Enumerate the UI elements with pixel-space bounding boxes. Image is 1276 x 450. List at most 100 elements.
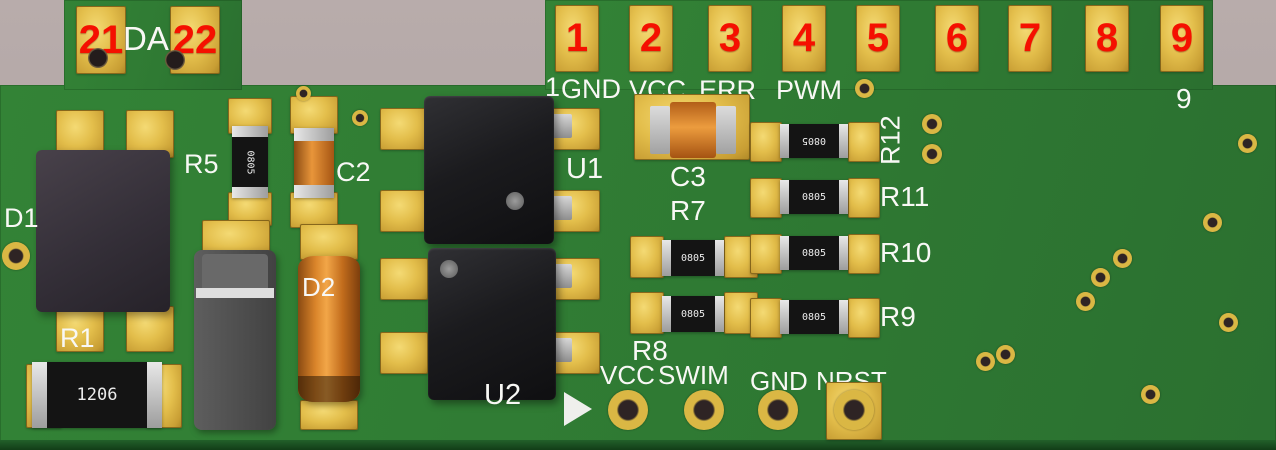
resistor-r11: 0805 [780,180,848,214]
silk-ref-r7: R7 [670,195,706,226]
resistor-r1: 1206 [32,362,162,428]
resistor-marking: 0805 [789,124,839,158]
silk-ref-d1: D1 [4,203,39,233]
via [1091,268,1110,287]
connector-pad-4: 4 [782,5,826,72]
pad [380,108,428,150]
resistor-r12: 0805 [780,124,848,158]
tab-hole [165,50,185,70]
pad [380,190,428,232]
via [352,110,368,126]
pin-number-5: 5 [866,16,890,60]
pad [848,178,880,218]
pad-21: 21 [76,6,126,74]
resistor-marking: 0805 [789,300,839,334]
pad [630,292,664,334]
capacitor-terminal [294,128,334,141]
pin-number-2: 2 [639,16,663,60]
silk-header-swim: SWIM [658,360,729,390]
pin-number-1: 1 [565,16,589,60]
capacitor-terminal [650,106,670,154]
header-hole-vcc [608,390,648,430]
silk-ref-r1: R1 [60,323,95,353]
resistor-r10: 0805 [780,236,848,270]
resistor-terminal [839,236,848,270]
pin1-dot [440,260,458,278]
resistor-r7: 0805 [662,240,724,276]
silk-ref-u2: U2 [484,379,522,411]
via [996,345,1015,364]
header-hole-swim [684,390,724,430]
component-body [194,250,276,430]
silk-ref-c2: C2 [336,157,371,187]
pin-number-8: 8 [1095,16,1119,60]
resistor-terminal [839,124,848,158]
resistor-terminal [839,300,848,334]
silk-ref-r11: R11 [880,181,930,212]
component-top [202,254,268,292]
via [1203,213,1222,232]
silk-pwm: PWM [776,75,842,105]
diode-d1 [36,150,170,312]
header-hole-nrst [834,390,874,430]
resistor-marking: 0805 [789,180,839,214]
resistor-terminal [839,180,848,214]
resistor-marking: 1206 [47,362,147,428]
pad [848,234,880,274]
resistor-terminal [715,296,724,332]
silk-header-vcc: VCC [600,360,655,390]
capacitor-terminal [716,106,736,154]
resistor-terminal [32,362,47,428]
via [2,242,30,270]
via [922,114,942,134]
header-hole-gnd [758,390,798,430]
board-edge [0,440,1276,450]
resistor-r8: 0805 [662,296,724,332]
connector-pad-3: 3 [708,5,752,72]
pin-number-9: 9 [1170,16,1194,60]
silk-ref-r9: R9 [880,301,916,332]
silk-ref-r12: R12 [875,115,906,165]
silk-label-da: DA [123,20,169,57]
via [1076,292,1095,311]
ic-u1 [424,96,554,244]
silk-pin1: 1 [545,72,561,102]
via [976,352,995,371]
silk-ref-u1: U1 [566,153,604,185]
capacitor-c2 [294,128,334,198]
resistor-terminal [780,124,789,158]
capacitor-c3 [670,102,716,158]
via [922,144,942,164]
tab-hole [88,48,108,68]
silk-ref-d2: D2 [302,272,336,302]
pad [630,236,664,278]
pin-number-4: 4 [792,16,816,60]
connector-pad-8: 8 [1085,5,1129,72]
resistor-marking: 0805 [671,240,715,276]
pad [750,122,782,162]
resistor-terminal [780,236,789,270]
resistor-terminal [780,180,789,214]
pin1-dot [506,192,524,210]
silk-ref-r10: R10 [880,237,932,268]
resistor-terminal [662,240,671,276]
resistor-marking: 0805 [671,296,715,332]
silk-ref-c3: C3 [670,161,706,192]
diode-d2 [298,256,360,402]
pad [300,400,358,430]
via [1238,134,1257,153]
pad [848,122,880,162]
capacitor-terminal [294,185,334,198]
via [1219,313,1238,332]
resistor-r5: 0805 [232,126,268,198]
resistor-terminal [147,362,162,428]
pin-number-6: 6 [945,16,969,60]
silk-gnd: GND [561,74,621,104]
silk-corner-9: 9 [1176,83,1192,114]
pin-number-7: 7 [1018,16,1042,60]
resistor-r9: 0805 [780,300,848,334]
via [855,79,874,98]
connector-pad-1: 1 [555,5,599,72]
pad [380,332,428,374]
